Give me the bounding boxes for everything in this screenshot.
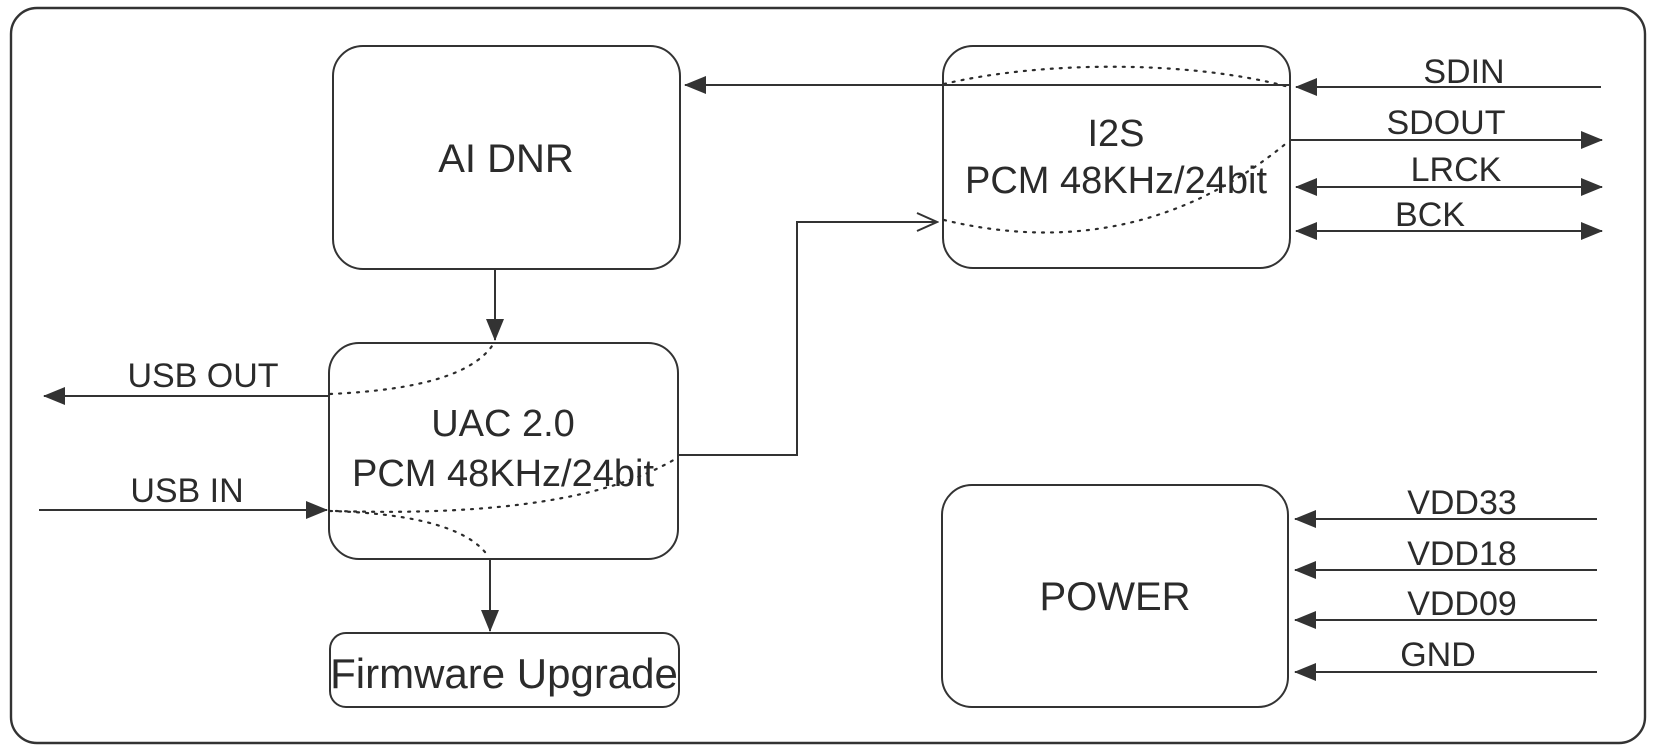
- vdd33-label: VDD33: [1407, 484, 1517, 522]
- bck-label: BCK: [1395, 196, 1465, 234]
- vdd09-label: VDD09: [1407, 585, 1517, 623]
- usb-out-label: USB OUT: [127, 357, 278, 395]
- power-block: [941, 484, 1289, 708]
- firmware-upgrade-label: Firmware Upgrade: [330, 650, 678, 697]
- uac-signal-path-firmware: [328, 509, 490, 558]
- uac-signal-path-i2s: [334, 456, 679, 513]
- lrck-label: LRCK: [1411, 151, 1502, 189]
- uac-subtitle: PCM 48KHz/24bit: [352, 453, 654, 495]
- i2s-subtitle: PCM 48KHz/24bit: [965, 160, 1267, 202]
- sdout-label: SDOUT: [1387, 104, 1506, 142]
- vdd18-label: VDD18: [1407, 535, 1517, 573]
- i2s-signal-path-top: [942, 65, 1291, 89]
- i2s-signal-path-bottom: [942, 139, 1291, 234]
- i2s-block: [942, 45, 1291, 269]
- power-label: POWER: [1039, 575, 1190, 619]
- i2s-title: I2S: [1087, 113, 1144, 155]
- firmware-upgrade-block: [329, 632, 680, 708]
- gnd-label: GND: [1400, 636, 1476, 674]
- uac-block: [328, 342, 679, 560]
- sdin-label: SDIN: [1423, 53, 1504, 91]
- uac-signal-path-usbout: [328, 344, 494, 396]
- ai-dnr-label: AI DNR: [438, 137, 574, 181]
- ai-dnr-block: [332, 45, 681, 270]
- usb-in-label: USB IN: [130, 472, 243, 510]
- uac-title: UAC 2.0: [431, 403, 575, 445]
- chip-boundary: [9, 6, 1647, 745]
- uac-to-i2s-connector: [678, 222, 937, 456]
